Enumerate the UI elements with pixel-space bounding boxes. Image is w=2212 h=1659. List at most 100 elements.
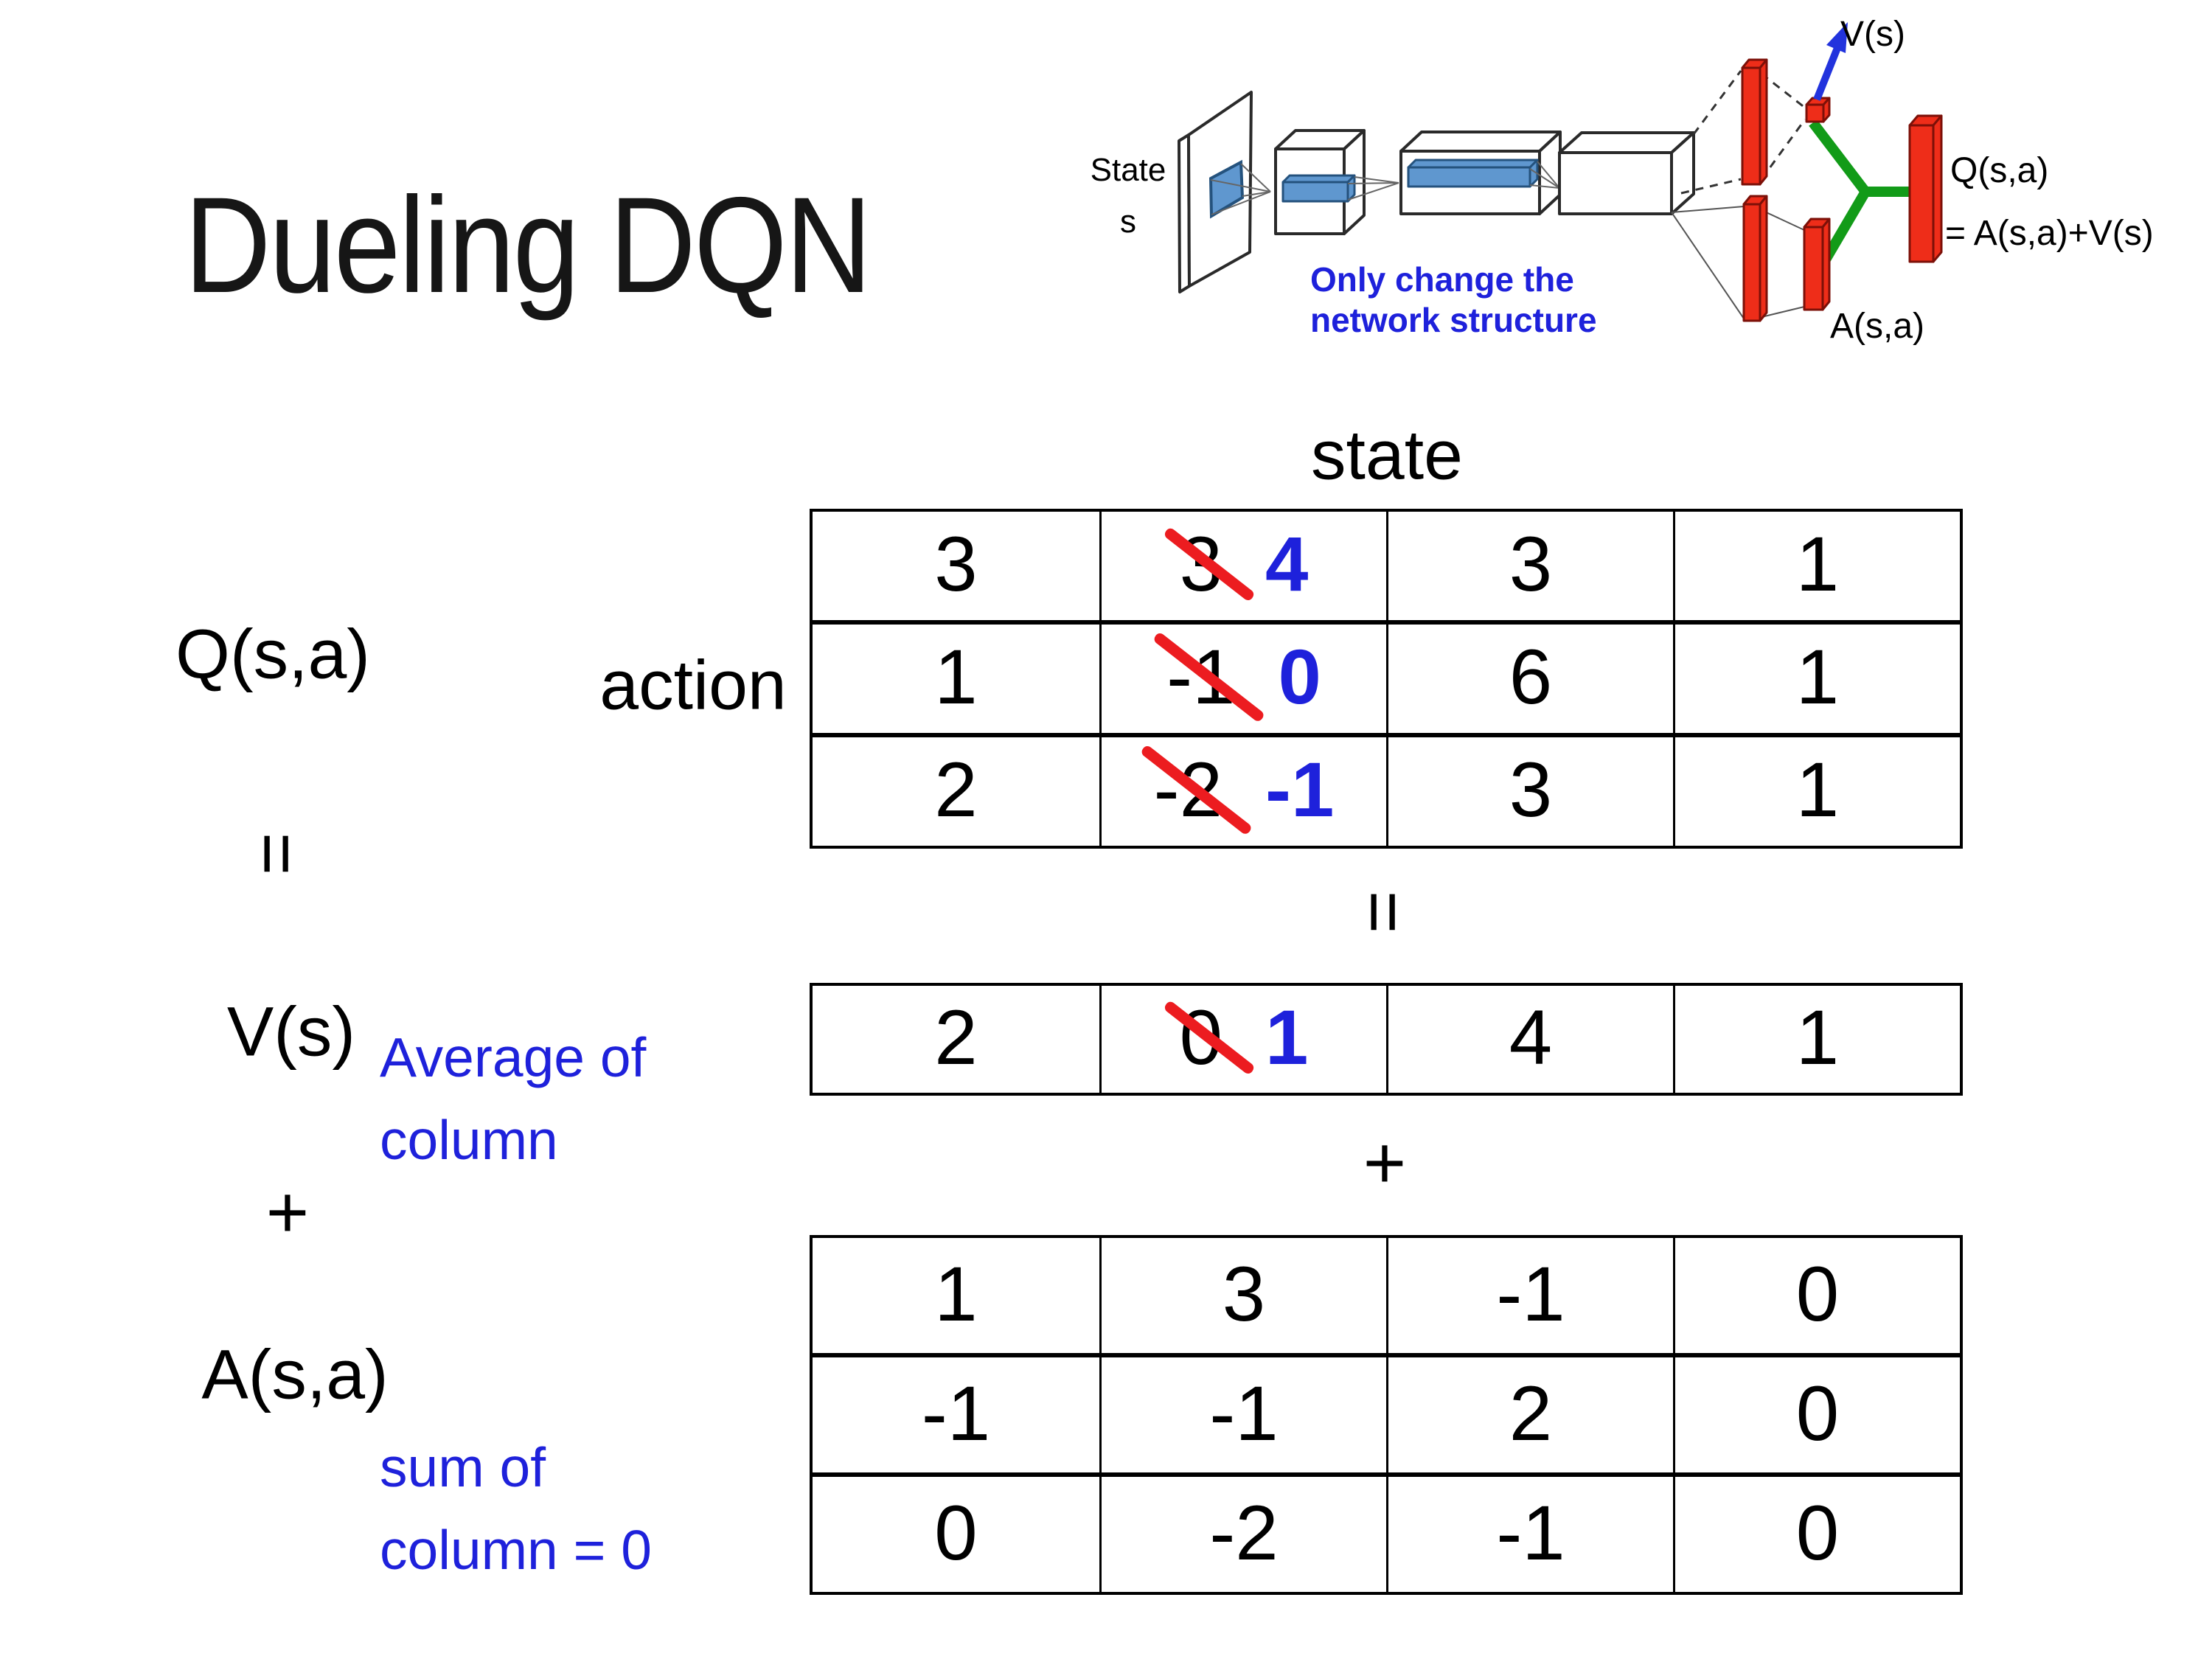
diagram-state-sub: s bbox=[1120, 204, 1136, 240]
diagram-v-out-label: V(s) bbox=[1840, 15, 1905, 54]
table-row: 1 -1 0 6 1 bbox=[813, 620, 1960, 733]
merge-connector bbox=[1809, 119, 1911, 267]
q-cell: 1 bbox=[813, 625, 1099, 733]
network-diagram: State s V(s) Q(s,a) = A(s,a)+V(s) A(s,a)… bbox=[1091, 15, 2154, 346]
q-cell: 3 bbox=[1386, 512, 1673, 620]
average-note-line2: column bbox=[380, 1109, 558, 1171]
table-row: -1 -1 2 0 bbox=[813, 1353, 1960, 1472]
q-cell: 3 bbox=[1386, 737, 1673, 846]
value-stream-dashed-lines bbox=[1680, 70, 1806, 195]
value-scalar-node bbox=[1805, 97, 1831, 123]
cell-value: 0 bbox=[1795, 1251, 1840, 1338]
q-cell: 1 bbox=[1673, 737, 1960, 846]
sum-of-column-note: sum of column = 0 bbox=[380, 1426, 652, 1591]
average-note-line1: Average of bbox=[380, 1026, 647, 1088]
corrected-value: 0 bbox=[1278, 634, 1321, 720]
cell-value: 0 bbox=[934, 1489, 978, 1576]
diagram-note-line1: Only change the bbox=[1310, 260, 1574, 299]
q-value-table: 3 3 4 3 1 1 -1 0 6 1 2 -2 -1 3 1 bbox=[810, 509, 1963, 849]
advantage-stream-lines bbox=[1671, 206, 1805, 319]
cell-value: 2 bbox=[934, 995, 978, 1081]
v-value-table: 2 0 1 4 1 bbox=[810, 983, 1963, 1096]
table-row: 0 -2 -1 0 bbox=[813, 1472, 1960, 1592]
a-cell: -1 bbox=[1099, 1357, 1386, 1472]
q-cell-corrected: -1 0 bbox=[1099, 625, 1386, 733]
plus-sign-left: + bbox=[265, 1171, 310, 1254]
v-cell: 4 bbox=[1386, 986, 1673, 1093]
conv-box-4 bbox=[1558, 131, 1695, 215]
q-cell: 1 bbox=[1673, 625, 1960, 733]
a-cell: 2 bbox=[1386, 1357, 1673, 1472]
a-cell: 0 bbox=[1673, 1357, 1960, 1472]
cell-value: 1 bbox=[1795, 634, 1840, 720]
a-cell: -1 bbox=[1386, 1477, 1673, 1592]
table-row: 1 3 -1 0 bbox=[813, 1238, 1960, 1353]
cell-value: 3 bbox=[1222, 1251, 1266, 1338]
conv-fan-2 bbox=[1347, 176, 1399, 201]
cell-value: 4 bbox=[1509, 995, 1553, 1081]
a-cell: -2 bbox=[1099, 1477, 1386, 1592]
cell-value: -1 bbox=[1496, 1251, 1565, 1338]
feature-bar-3 bbox=[1407, 159, 1539, 188]
a-cell: -1 bbox=[1386, 1238, 1673, 1353]
a-cell: 0 bbox=[813, 1477, 1099, 1592]
average-of-column-note: Average of column bbox=[380, 1016, 646, 1181]
cell-value: 1 bbox=[934, 1251, 978, 1338]
v-function-label: V(s) bbox=[226, 992, 356, 1071]
a-function-label: A(s,a) bbox=[201, 1335, 389, 1414]
value-arrow bbox=[1813, 22, 1848, 101]
diagram-q-out-line1: Q(s,a) bbox=[1950, 151, 2048, 190]
a-cell: -1 bbox=[813, 1357, 1099, 1472]
cell-value: -1 bbox=[1496, 1489, 1565, 1576]
cell-value: 3 bbox=[934, 521, 978, 608]
cell-value: 2 bbox=[1509, 1370, 1553, 1457]
v-cell: 1 bbox=[1673, 986, 1960, 1093]
a-cell: 0 bbox=[1673, 1238, 1960, 1353]
sum-note-line2: column = 0 bbox=[380, 1519, 652, 1581]
conv-filter-patch bbox=[1208, 159, 1245, 219]
equals-sign-left: = bbox=[235, 832, 319, 876]
q-cell-corrected: -2 -1 bbox=[1099, 737, 1386, 846]
state-axis-label: state bbox=[1311, 416, 1463, 495]
cell-value: 1 bbox=[1795, 521, 1840, 608]
cell-value: 2 bbox=[934, 747, 978, 833]
corrected-value: 1 bbox=[1265, 995, 1309, 1081]
cell-value: 1 bbox=[1795, 995, 1840, 1081]
v-cell-corrected: 0 1 bbox=[1099, 986, 1386, 1093]
v-cell: 2 bbox=[813, 986, 1099, 1093]
advantage-fc-bar bbox=[1742, 195, 1768, 322]
sum-note-line1: sum of bbox=[380, 1436, 546, 1498]
q-cell-corrected: 3 4 bbox=[1099, 512, 1386, 620]
table-row: 3 3 4 3 1 bbox=[813, 512, 1960, 620]
q-cell: 2 bbox=[813, 737, 1099, 846]
value-fc-bar bbox=[1741, 58, 1768, 186]
diagram-note-line2: network structure bbox=[1310, 301, 1597, 339]
advantage-table: 1 3 -1 0 -1 -1 2 0 0 -2 -1 0 bbox=[810, 1235, 1963, 1595]
q-cell: 6 bbox=[1386, 625, 1673, 733]
diagram-state-label: State bbox=[1091, 152, 1166, 188]
diagram-q-out-line2: = A(s,a)+V(s) bbox=[1945, 214, 2154, 253]
cell-value: 3 bbox=[1509, 521, 1553, 608]
equals-sign-middle: = bbox=[1342, 890, 1425, 934]
q-output-bar bbox=[1908, 114, 1943, 263]
q-cell: 1 bbox=[1673, 512, 1960, 620]
advantage-output-bar bbox=[1803, 218, 1831, 311]
cell-value: 0 bbox=[1795, 1370, 1840, 1457]
corrected-value: 4 bbox=[1265, 521, 1309, 608]
a-cell: 1 bbox=[813, 1238, 1099, 1353]
cell-value: 1 bbox=[934, 634, 978, 720]
q-cell: 3 bbox=[813, 512, 1099, 620]
cell-value: -1 bbox=[921, 1370, 991, 1457]
cell-value: 3 bbox=[1509, 747, 1553, 833]
cell-value: 0 bbox=[1795, 1489, 1840, 1576]
cell-value: -1 bbox=[1209, 1370, 1279, 1457]
cell-value: 1 bbox=[1795, 747, 1840, 833]
conv-fan-3 bbox=[1529, 161, 1560, 189]
cell-value: 6 bbox=[1509, 634, 1553, 720]
diagram-a-out-label: A(s,a) bbox=[1830, 307, 1924, 346]
cell-value: -2 bbox=[1209, 1489, 1279, 1576]
a-cell: 3 bbox=[1099, 1238, 1386, 1353]
table-row: 2 0 1 4 1 bbox=[813, 986, 1960, 1093]
feature-bar-2 bbox=[1281, 174, 1356, 203]
